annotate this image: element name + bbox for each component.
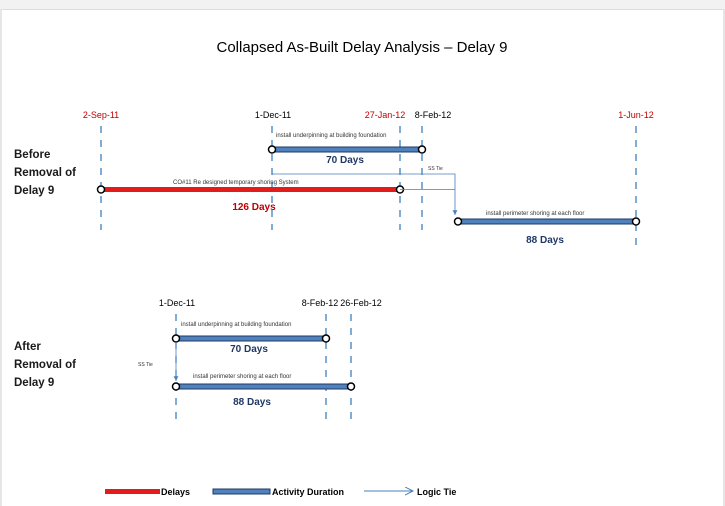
window-top-edge xyxy=(0,0,725,10)
before-perimeter-duration: 88 Days xyxy=(526,235,564,246)
before-delay-start-node xyxy=(96,185,106,194)
before-delay-bar xyxy=(101,187,400,192)
before-underpinning-duration: 70 Days xyxy=(326,155,364,166)
after-date-1dec11: 1-Dec-11 xyxy=(159,298,195,308)
before-date-27jan12: 27-Jan-12 xyxy=(365,110,406,120)
after-perimeter-end-node xyxy=(346,382,356,391)
after-perimeter-name: install perimeter shoring at each floor xyxy=(193,374,291,380)
before-underpinning-start-node xyxy=(267,145,277,154)
after-underpinning-end-node xyxy=(321,334,331,343)
after-underpinning-start-node xyxy=(171,334,181,343)
before-delay-duration: 126 Days xyxy=(232,202,276,213)
before-label-line-3: Delay 9 xyxy=(14,185,54,197)
before-date-1jun12: 1-Jun-12 xyxy=(618,110,654,120)
after-ss-tie-label: SS Tie xyxy=(138,362,153,368)
before-underpinning-end-node xyxy=(417,145,427,154)
before-date-2sep11: 2-Sep-11 xyxy=(83,110,119,120)
legend-delays-label: Delays xyxy=(161,487,190,497)
before-underpinning-name: install underpinning at building foundat… xyxy=(276,133,386,139)
before-perimeter-bar xyxy=(457,218,637,225)
before-perimeter-name: install perimeter shoring at each floor xyxy=(486,211,584,217)
before-perimeter-end-node xyxy=(631,217,641,226)
after-perimeter-bar xyxy=(175,383,352,390)
window-right-edge xyxy=(723,9,725,506)
after-date-26feb12: 26-Feb-12 xyxy=(340,298,382,308)
legend-activity-label: Activity Duration xyxy=(272,487,344,497)
before-label-line-1: Before xyxy=(14,149,50,161)
after-perimeter-duration: 88 Days xyxy=(233,397,271,408)
after-underpinning-bar xyxy=(175,335,327,342)
before-ss-tie-label: SS Tie xyxy=(428,166,443,172)
after-perimeter-start-node xyxy=(171,382,181,391)
legend-activity-swatch xyxy=(212,488,271,495)
after-underpinning-name: install underpinning at building foundat… xyxy=(181,322,291,328)
before-date-8feb12: 8-Feb-12 xyxy=(415,110,452,120)
after-underpinning-duration: 70 Days xyxy=(230,344,268,355)
before-ss-tie-line xyxy=(272,173,458,215)
after-date-8feb12: 8-Feb-12 xyxy=(302,298,339,308)
window-left-edge xyxy=(0,9,2,506)
after-guide-lines xyxy=(175,314,352,420)
after-label-line-3: Delay 9 xyxy=(14,377,54,389)
before-date-1dec11: 1-Dec-11 xyxy=(255,110,291,120)
before-label-line-2: Removal of xyxy=(14,167,76,179)
diagram-title: Collapsed As-Built Delay Analysis – Dela… xyxy=(217,39,508,56)
after-label-line-2: Removal of xyxy=(14,359,76,371)
after-label-line-1: After xyxy=(14,341,41,353)
before-underpinning-bar xyxy=(271,146,423,153)
legend-delays-swatch xyxy=(105,489,160,494)
legend-logic-tie-label: Logic Tie xyxy=(417,487,456,497)
legend: Delays Activity Duration Logic Tie xyxy=(105,487,456,497)
before-guide-lines xyxy=(100,126,637,248)
before-delay-name: CO#11 Re designed temporary shoring Syst… xyxy=(173,180,299,186)
before-perimeter-start-node xyxy=(453,217,463,226)
